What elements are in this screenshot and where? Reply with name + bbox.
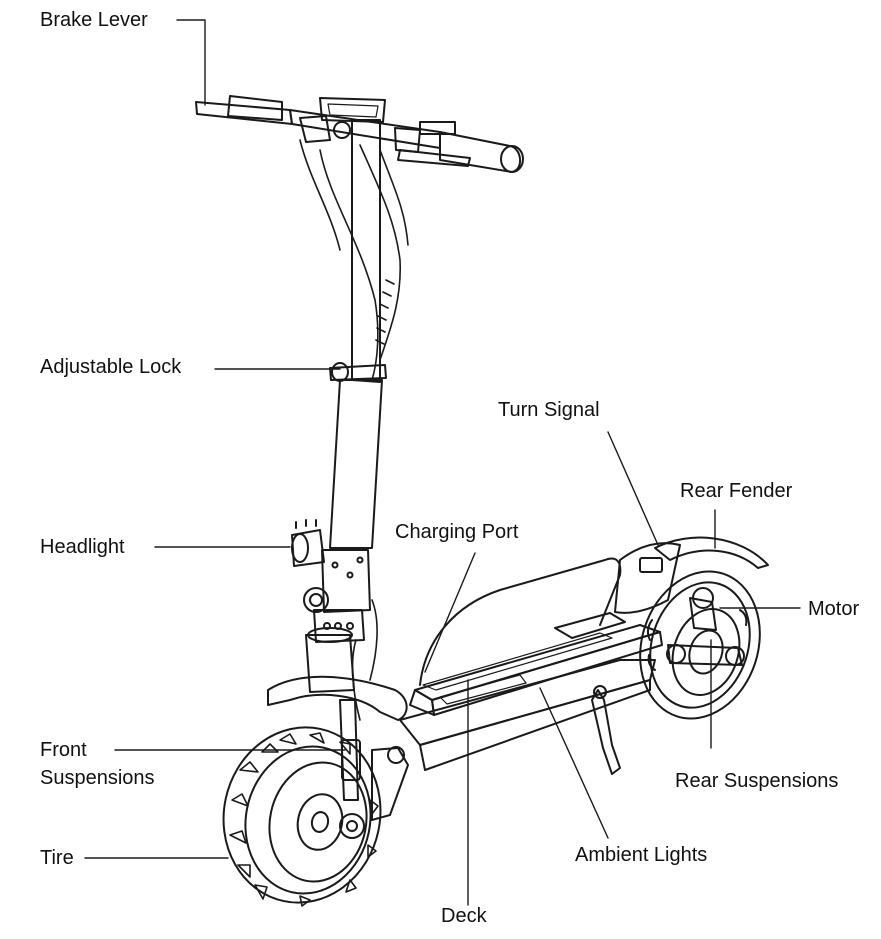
label-front-suspensions-line2: Suspensions (40, 767, 155, 789)
label-front-suspensions-line1: Front (40, 739, 87, 761)
leader-brake-lever (176, 19, 206, 106)
rear-suspension-arm (666, 587, 745, 666)
label-motor: Motor (808, 598, 860, 620)
deck (399, 557, 663, 771)
cables (299, 139, 409, 721)
leader-lines (84, 19, 801, 906)
leader-turn-signal (607, 431, 659, 546)
leader-charging-port (424, 552, 476, 673)
label-charging-port: Charging Port (395, 521, 519, 543)
front-fork (339, 699, 409, 839)
handlebar (195, 95, 524, 173)
label-tire: Tire (40, 847, 74, 869)
headlight-drawing (291, 519, 325, 567)
label-rear-suspensions: Rear Suspensions (675, 770, 839, 792)
leader-ambient-lights (539, 687, 609, 839)
front-fender (267, 675, 408, 721)
kickstand (591, 685, 621, 775)
front-wheel (222, 726, 382, 907)
label-turn-signal: Turn Signal (498, 399, 600, 421)
tire-tread (229, 732, 379, 907)
label-front-suspensions: Front Suspensions (40, 736, 155, 792)
label-deck: Deck (441, 905, 487, 927)
label-headlight: Headlight (40, 536, 125, 558)
label-rear-fender: Rear Fender (680, 480, 793, 502)
label-adjustable-lock: Adjustable Lock (40, 356, 182, 378)
label-brake-lever: Brake Lever (40, 9, 148, 31)
bell-knob (303, 587, 329, 613)
label-ambient-lights: Ambient Lights (575, 844, 708, 866)
rear-fender (614, 536, 769, 614)
rear-wheel (639, 570, 761, 720)
